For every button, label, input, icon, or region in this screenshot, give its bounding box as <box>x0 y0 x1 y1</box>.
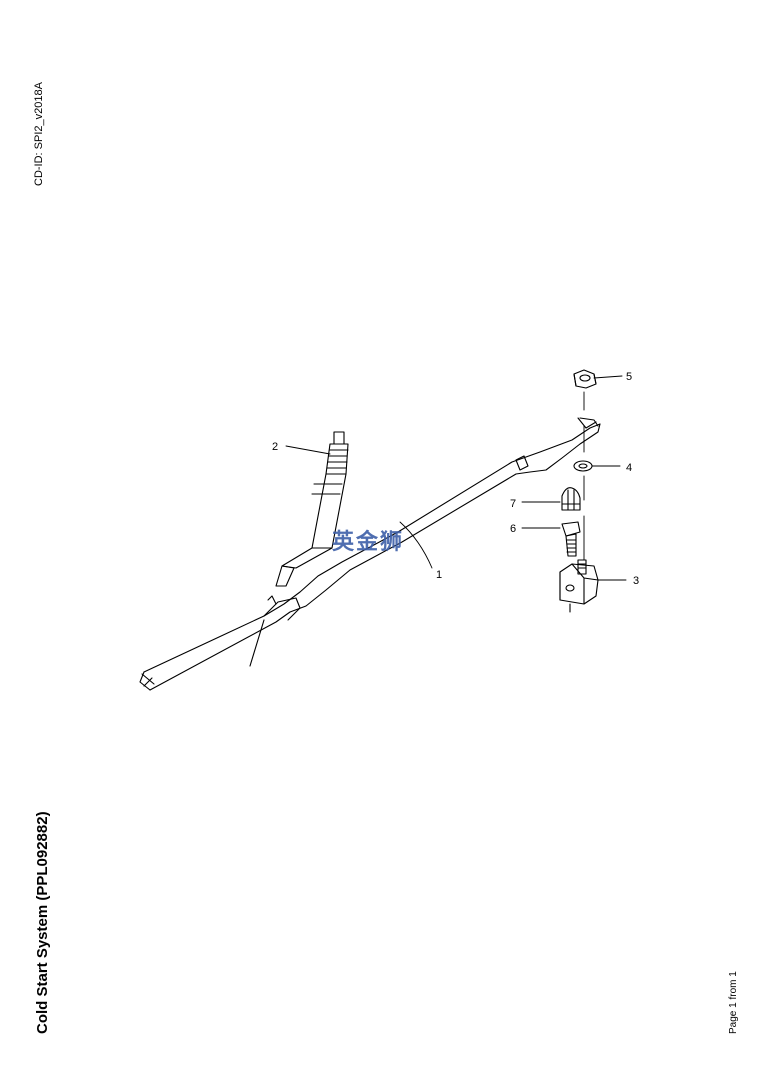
washer-part <box>573 460 593 472</box>
callout-1: 1 <box>436 569 442 581</box>
callout-2: 2 <box>272 441 278 453</box>
callout-7: 7 <box>510 498 516 510</box>
bolt-part <box>561 521 581 557</box>
callout-3: 3 <box>633 575 639 587</box>
page-number: Page 1 from 1 <box>728 971 739 1034</box>
callout-5: 5 <box>626 371 632 383</box>
document-title: Cold Start System (PPL092882) <box>34 811 51 1034</box>
glow-plug-part <box>275 431 349 587</box>
cap-nut-part <box>561 487 581 511</box>
nut-part <box>573 369 597 389</box>
terminal-block-part <box>559 559 599 613</box>
callout-6: 6 <box>510 523 516 535</box>
callout-leaders <box>285 375 627 581</box>
callout-4: 4 <box>626 462 632 474</box>
watermark: 英金狮 <box>332 530 405 555</box>
cable-part <box>139 417 601 691</box>
